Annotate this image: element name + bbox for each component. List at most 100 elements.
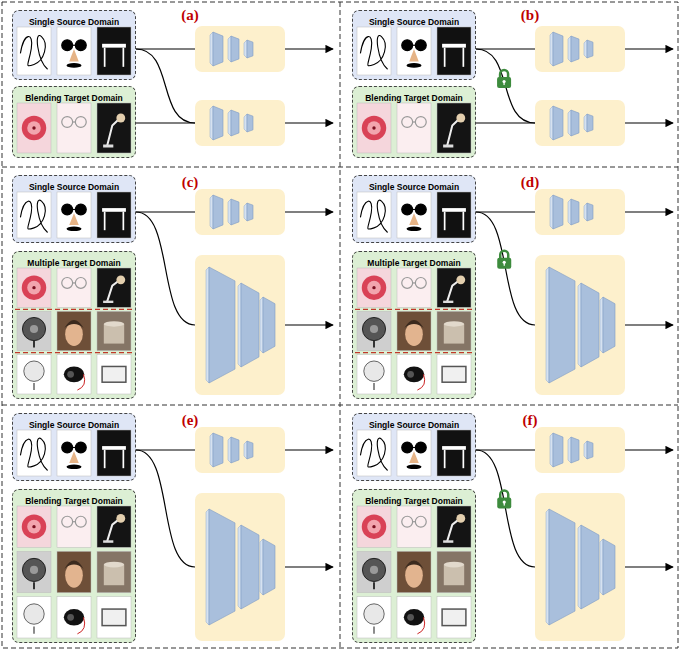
model-box [535,255,625,395]
image-frame [357,355,391,394]
sketch-stroke [360,36,387,70]
thumbnail-image [357,268,391,307]
thumbnail-image [97,311,131,350]
image-frame [17,192,51,238]
panel-label: (d) [521,174,539,191]
domain-title: Blending Target Domain [25,90,123,103]
fan-body [362,558,385,581]
layer-side [568,36,571,62]
layer-side [244,203,247,221]
cable [417,617,424,634]
thumbnail-image [397,597,431,638]
image-frame [357,597,391,638]
head [405,563,423,588]
network-layer [571,36,579,62]
image-frame [397,103,431,153]
output-arrow [285,324,333,325]
fan-body [362,275,386,299]
pot-rim [104,562,124,568]
table-top [442,446,466,450]
thumbnail-image [17,103,51,153]
layer-side [210,195,213,229]
layer-side [228,110,231,136]
model-box [535,189,625,235]
table-leg [463,212,465,230]
image-frame [357,103,391,153]
fan-body [362,116,386,140]
keyhole-slot [504,263,505,266]
fan-hub [32,525,35,528]
input-line [136,48,195,49]
fan-inner [30,325,38,333]
model-box [195,26,285,72]
lens [62,40,73,51]
image-frame [437,192,471,238]
thumbnail-image [357,551,391,592]
thumbnail-image [397,27,431,75]
image-frame [57,192,91,238]
lens [415,516,426,527]
domain-title: Single Source Domain [369,179,459,192]
network-layer [231,199,239,225]
pot-body [104,324,124,344]
fan-body [24,361,44,381]
network-layer [553,32,563,66]
sketch-stroke [360,200,387,232]
image-frame [17,103,51,153]
nose [69,213,79,225]
thumbnail-image [397,103,431,153]
domain-separator [15,309,133,310]
thumbnail-image [17,268,51,307]
target-domain-fill [12,489,136,643]
layer-side [244,114,247,132]
lock-icon [497,491,511,509]
layer-side [244,40,247,58]
bridge [72,45,75,46]
image-frame [57,597,91,638]
image-frame [57,311,91,350]
table-leg [444,212,446,230]
fan-inner [370,325,378,333]
panel-illustration [352,175,673,399]
lamp-base [103,301,113,303]
input-curve [136,49,195,123]
thumbnail-image [437,355,471,394]
domain-title: Single Source Domain [29,14,119,27]
thumbnail-image [17,597,51,638]
input-line [476,122,535,123]
thumbnail-image [357,506,391,547]
image-frame [397,268,431,307]
image-frame [357,268,391,307]
network-layer [581,525,599,609]
image-frame [357,311,391,350]
thumbnail-image [357,27,391,75]
thumbnail-image [357,597,391,638]
thumbnail-image [17,506,51,547]
fan-body [22,317,45,340]
layer-side [550,32,553,66]
pot-rim [444,562,464,568]
network-layer [587,114,593,132]
network-layer [587,40,593,58]
target-domain-box: Multiple Target Domain [352,251,476,399]
thumbnail-image [437,268,471,307]
lamp-head [456,275,465,284]
layer-side [600,539,603,595]
network-layer [213,32,223,66]
table-top [442,208,466,212]
network-layer [241,283,259,367]
mustache [67,227,82,232]
fan-hub [372,525,375,528]
lens [415,204,426,215]
thumbnail-image [437,506,471,547]
output-arrow [625,449,673,450]
network-layer [231,110,239,136]
layer-side [584,203,587,221]
network-layer [247,203,253,221]
input-line [136,449,195,450]
bridge [72,447,75,448]
network-layer [213,106,223,140]
lens [402,40,413,51]
table-leg [104,212,106,230]
input-line [476,449,535,450]
